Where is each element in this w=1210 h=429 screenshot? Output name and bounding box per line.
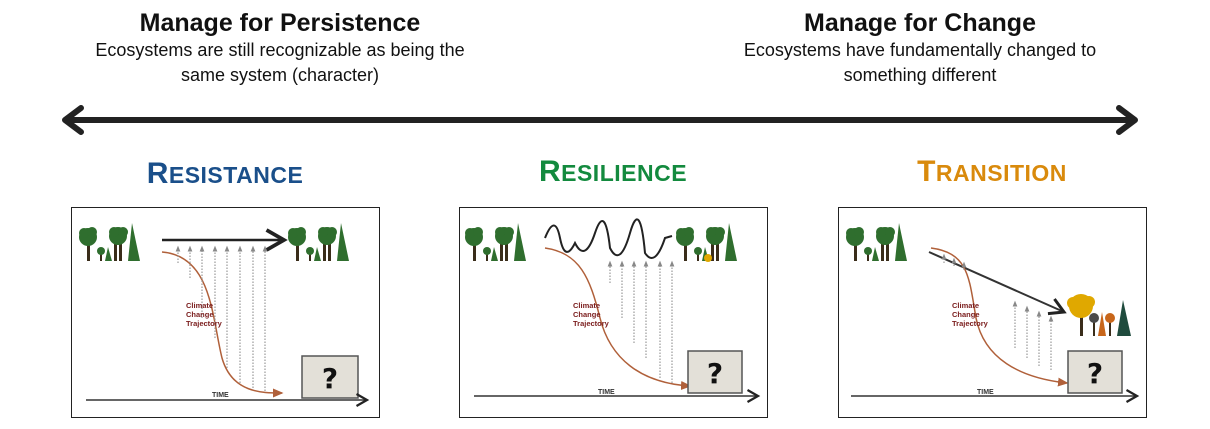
management-path-diagonal (928, 251, 1067, 316)
new-yellow-tree-icon (704, 254, 712, 262)
svg-text:?: ? (1087, 357, 1103, 390)
svg-text:Change: Change (186, 310, 214, 319)
initial-forest-icon (79, 223, 140, 261)
svg-text:Change: Change (952, 310, 980, 319)
persistence-subtitle-line2: same system (character) (180, 65, 380, 85)
svg-text:Trajectory: Trajectory (573, 319, 610, 328)
svg-text:?: ? (322, 362, 338, 395)
end-forest-icon (288, 223, 349, 261)
svg-text:Climate: Climate (186, 301, 213, 310)
unknown-outcome-box (687, 350, 743, 394)
climate-trajectory-curve (544, 247, 692, 390)
transition-title: TRANSITION (917, 155, 1067, 188)
svg-text:Change: Change (573, 310, 601, 319)
resistance-title: RESISTANCE (146, 157, 304, 190)
resilience-panel: Climate Change Trajectory ? TIME (459, 207, 768, 418)
management-path-wave (544, 218, 673, 259)
unknown-outcome-box (301, 355, 359, 399)
resilience-title: RESILIENCE (538, 155, 688, 188)
unknown-outcome-box (1067, 350, 1123, 394)
transition-panel: Climate Change Trajectory ? TIME (838, 207, 1147, 418)
svg-text:TIME: TIME (212, 392, 229, 399)
change-subtitle-line2: something different (843, 65, 997, 85)
svg-text:Trajectory: Trajectory (952, 319, 989, 328)
svg-text:Trajectory: Trajectory (186, 319, 223, 328)
persistence-subtitle-line1: Ecosystems are still recognizable as bei… (95, 40, 465, 60)
svg-text:Climate: Climate (573, 301, 600, 310)
initial-forest-icon (465, 223, 526, 261)
change-header: Manage for Change Ecosystems have fundam… (680, 8, 1160, 88)
resistance-panel: Climate Change Trajectory ? TIME (71, 207, 380, 418)
svg-text:TIME: TIME (977, 389, 994, 396)
svg-text:TIME: TIME (598, 389, 615, 396)
spectrum-double-arrow-icon (62, 105, 1138, 135)
climate-trajectory-curve (161, 251, 284, 398)
initial-forest-icon (846, 223, 907, 261)
svg-text:Climate: Climate (952, 301, 979, 310)
change-title: Manage for Change (804, 9, 1036, 37)
persistence-title: Manage for Persistence (139, 9, 421, 37)
svg-text:?: ? (707, 357, 723, 390)
persistence-header: Manage for Persistence Ecosystems are st… (40, 8, 520, 88)
new-forest-icon (1067, 294, 1131, 336)
climate-trajectory-curve (930, 247, 1069, 387)
change-subtitle-line1: Ecosystems have fundamentally changed to (743, 40, 1097, 60)
